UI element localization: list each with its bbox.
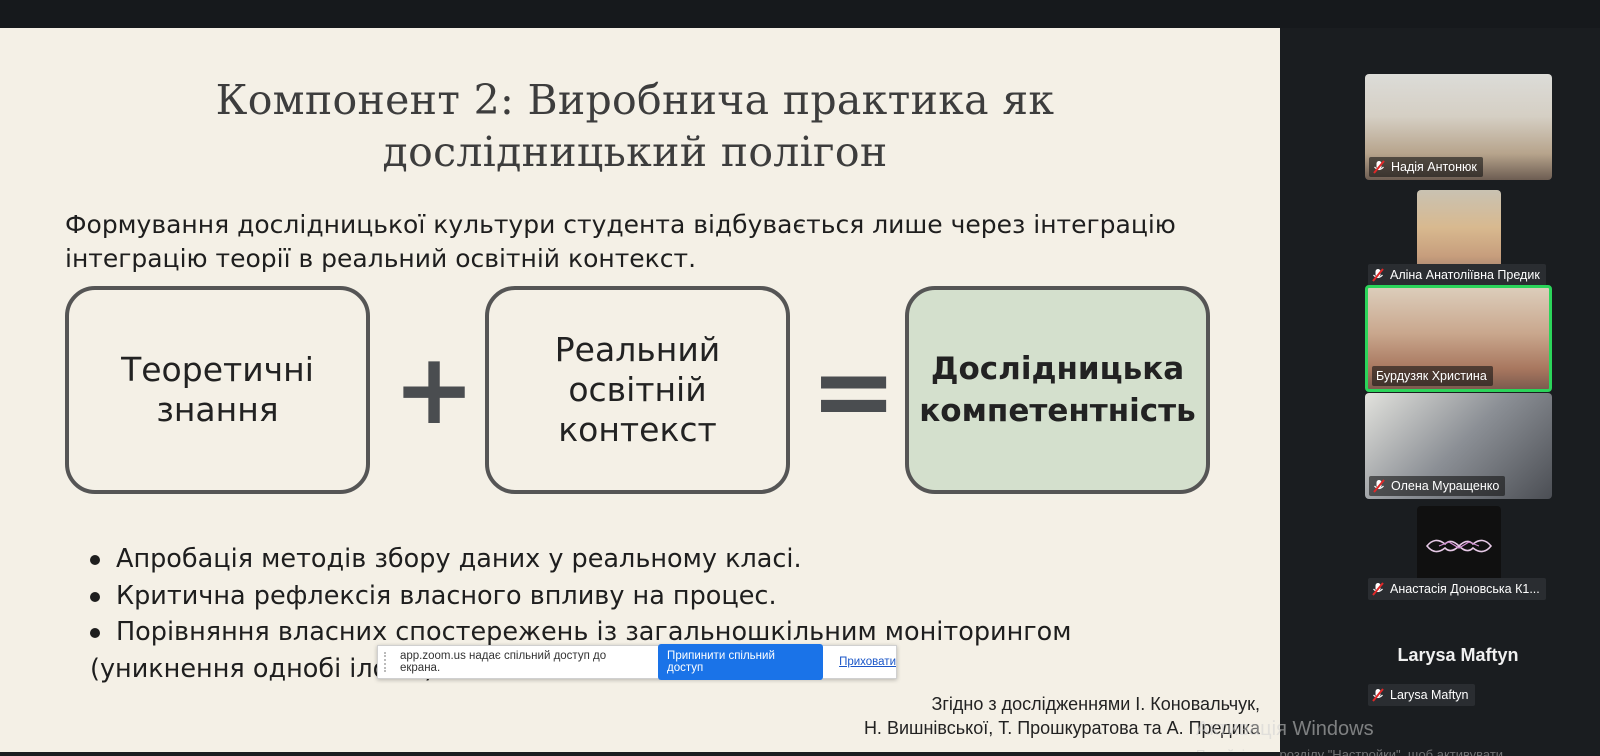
participant-label: Larysa Maftyn bbox=[1368, 684, 1475, 706]
participant-name: Бурдузяк Христина bbox=[1376, 369, 1487, 383]
slide-title-line-1: Компонент 2: Виробнича практика як bbox=[215, 76, 1055, 124]
equals-sign: = bbox=[810, 330, 898, 452]
mic-muted-icon bbox=[1372, 268, 1384, 282]
citation: Згідно з дослідженнями І. Коновальчук, Н… bbox=[740, 692, 1260, 740]
context-box-line-2: освітній bbox=[568, 370, 707, 409]
competence-box: Дослідницька компетентність bbox=[905, 286, 1210, 494]
mic-muted-icon bbox=[1373, 160, 1385, 174]
context-box: Реальний освітній контекст bbox=[485, 286, 790, 494]
stop-sharing-button[interactable]: Припинити спільний доступ bbox=[658, 644, 824, 680]
plus-sign: + bbox=[393, 333, 476, 447]
context-box-line-1: Реальний bbox=[554, 330, 721, 369]
slide-intro-line-1: Формування дослідницької культури студен… bbox=[65, 210, 1176, 239]
competence-box-line-1: Дослідницька bbox=[930, 351, 1185, 387]
participant-name: Олена Муращенко bbox=[1391, 479, 1500, 493]
mic-muted-icon bbox=[1372, 582, 1384, 596]
mic-muted-icon bbox=[1373, 479, 1385, 493]
competence-box-line-2: компетентність bbox=[919, 393, 1196, 429]
bullet-text: Апробація методів збору даних у реальном… bbox=[116, 544, 802, 574]
context-box-line-3: контекст bbox=[558, 410, 717, 449]
drag-handle-icon[interactable] bbox=[384, 652, 396, 672]
shared-slide: Компонент 2: Виробнича практика як дослі… bbox=[0, 28, 1280, 752]
avatar bbox=[1425, 539, 1493, 553]
participant-label: Надія Антонюк bbox=[1369, 157, 1483, 177]
bullet-item: Порівняння власних спостережень із загал… bbox=[88, 614, 1268, 651]
slide-intro: Формування дослідницької культури студен… bbox=[65, 208, 1245, 276]
participant-label: Олена Муращенко bbox=[1369, 476, 1506, 496]
participant-label: Анастасія Доновська К1... bbox=[1368, 578, 1546, 600]
top-bar bbox=[0, 0, 1600, 28]
participant-label: Бурдузяк Христина bbox=[1372, 366, 1493, 386]
citation-line-1: Згідно з дослідженнями І. Коновальчук, bbox=[931, 694, 1260, 714]
participant-display-name[interactable]: Larysa Maftyn bbox=[1397, 645, 1519, 665]
participant-name: Надія Антонюк bbox=[1391, 160, 1477, 174]
mic-muted-icon bbox=[1372, 688, 1384, 702]
slide-intro-line-2: інтеграцію теорії в реальний освітній ко… bbox=[65, 244, 697, 273]
bullet-item: Критична рефлексія власного впливу на пр… bbox=[88, 578, 1268, 615]
bottom-bar bbox=[0, 752, 1280, 756]
windows-activation-subtitle: Перейдіть до розділу "Настройки", щоб ак… bbox=[1196, 747, 1504, 756]
windows-activation-watermark: Активація Windows bbox=[1196, 718, 1374, 740]
bullet-dot bbox=[90, 591, 100, 602]
bullet-text: Критична рефлексія власного впливу на пр… bbox=[116, 580, 777, 611]
participant-tile[interactable]: Олена Муращенко bbox=[1365, 393, 1552, 499]
slide-title-line-2: дослідницький полігон bbox=[382, 128, 888, 176]
theory-box-line-2: знання bbox=[156, 390, 279, 429]
participant-tile[interactable]: Надія Антонюк bbox=[1365, 74, 1552, 180]
theory-box: Теоретичні знання bbox=[65, 286, 370, 494]
bullet-item: Апробація методів збору даних у реальном… bbox=[88, 541, 1268, 578]
participant-name: Анастасія Доновська К1... bbox=[1390, 582, 1540, 596]
bullet-dot bbox=[90, 555, 100, 565]
participant-name: Larysa Maftyn bbox=[1390, 688, 1469, 702]
citation-line-2: Н. Вишнівської, Т. Прошкуратова та А. Пр… bbox=[863, 718, 1260, 738]
hide-link[interactable]: Приховати bbox=[839, 656, 896, 668]
participant-tile-active-speaker[interactable]: Бурдузяк Христина bbox=[1365, 285, 1552, 392]
participant-tile[interactable] bbox=[1417, 506, 1501, 586]
share-message: app.zoom.us надає спільний доступ до екр… bbox=[399, 650, 607, 674]
bullet-text: Порівняння власних спостережень із загал… bbox=[116, 617, 1072, 647]
bullet-dot bbox=[90, 628, 100, 638]
participant-label: Аліна Анатоліївна Предик bbox=[1368, 264, 1546, 286]
slide-title: Компонент 2: Виробнича практика як дослі… bbox=[0, 74, 1270, 178]
participant-name: Аліна Анатоліївна Предик bbox=[1390, 268, 1540, 282]
screen-share-bar: app.zoom.us надає спільний доступ до екр… bbox=[377, 644, 897, 680]
theory-box-line-1: Теоретичні bbox=[121, 350, 314, 389]
